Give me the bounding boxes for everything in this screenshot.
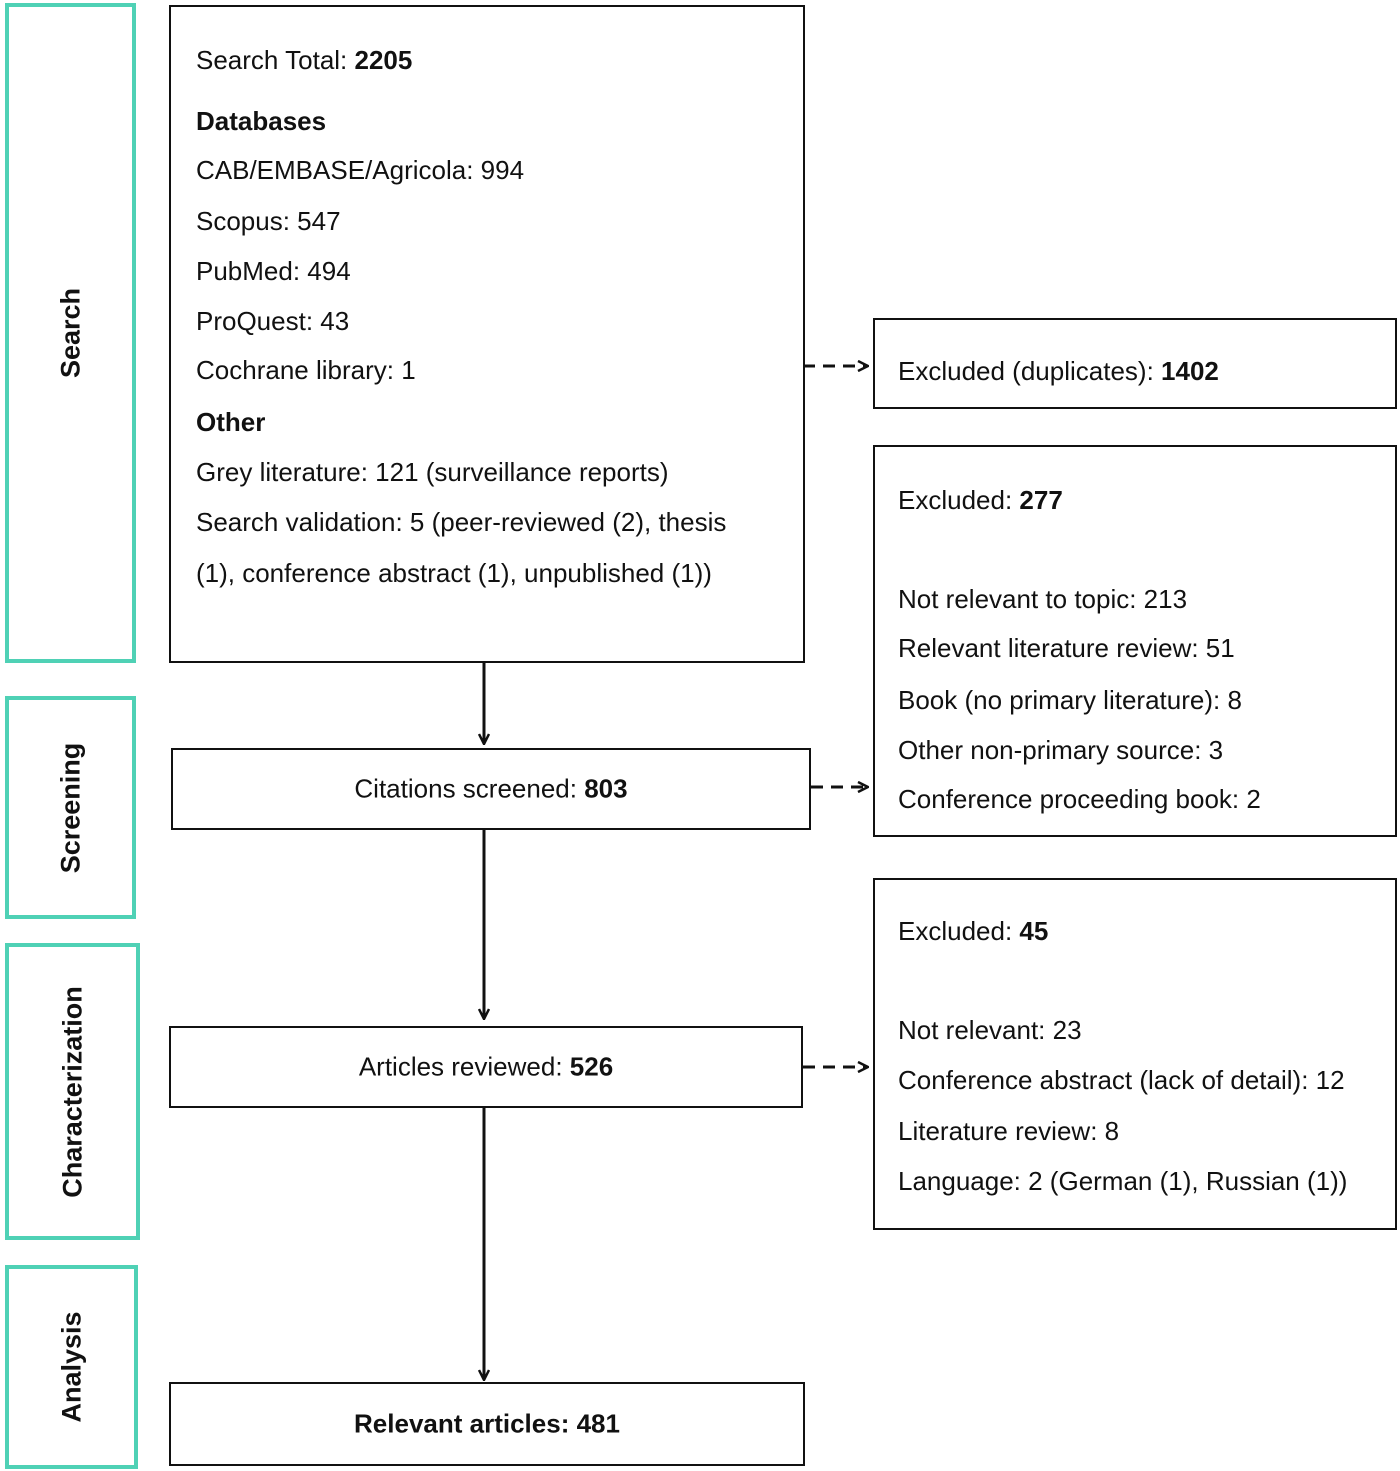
reviewed-value: 526	[569, 1051, 614, 1082]
screened-box: Citations screened: 803	[171, 748, 811, 830]
excluded-screening-label: Excluded:	[898, 485, 1020, 515]
stage-analysis: Analysis	[5, 1265, 138, 1469]
relevant-box: Relevant articles: 481	[169, 1382, 805, 1466]
relevant-text: Relevant articles: 481	[354, 1408, 620, 1439]
duplicates-label: Excluded (duplicates):	[898, 356, 1162, 386]
exclusion-reason: Relevant literature review: 51	[898, 633, 1235, 663]
database-item: Scopus: 547	[196, 206, 341, 236]
other-item: Search validation: 5 (peer-reviewed (2),…	[196, 507, 727, 537]
database-item: Cochrane library: 1	[196, 355, 416, 385]
exclusion-reason: Other non-primary source: 3	[898, 735, 1224, 765]
excluded-characterization-box: Excluded: 45 Not relevant: 23 Conference…	[873, 878, 1397, 1230]
reviewed-box: Articles reviewed: 526	[169, 1026, 803, 1108]
search-total-value: 2205	[354, 45, 413, 75]
screened-value: 803	[584, 773, 628, 804]
database-item: PubMed: 494	[196, 256, 351, 286]
screened-text: Citations screened: 803	[173, 774, 809, 805]
duplicates-text: Excluded (duplicates): 1402	[898, 356, 1219, 386]
databases-heading: Databases	[196, 106, 327, 136]
search-total-label: Search Total:	[196, 45, 355, 75]
excluded-screening-value: 277	[1019, 485, 1063, 515]
other-item: Grey literature: 121 (surveillance repor…	[196, 457, 669, 487]
stage-screening: Screening	[5, 696, 136, 919]
exclusion-reason: Not relevant: 23	[898, 1015, 1082, 1045]
search-total: Search Total: 2205	[196, 45, 412, 75]
search-box: Search Total: 2205 Databases CAB/EMBASE/…	[169, 5, 805, 663]
screened-label: Citations screened:	[354, 773, 585, 804]
duplicates-value: 1402	[1161, 356, 1219, 386]
excluded-characterization-value: 45	[1019, 916, 1049, 946]
exclusion-reason: Language: 2 (German (1), Russian (1))	[898, 1166, 1348, 1196]
excluded-screening-box: Excluded: 277 Not relevant to topic: 213…	[873, 445, 1397, 837]
other-heading: Other	[196, 407, 266, 437]
exclusion-reason: Literature review: 8	[898, 1116, 1120, 1146]
excluded-characterization-heading: Excluded: 45	[898, 916, 1048, 946]
reviewed-text: Articles reviewed: 526	[171, 1052, 801, 1083]
exclusion-reason: Book (no primary literature): 8	[898, 685, 1242, 715]
stage-search: Search	[5, 3, 136, 663]
excluded-screening-heading: Excluded: 277	[898, 485, 1063, 515]
stage-characterization: Characterization	[5, 943, 140, 1240]
reviewed-label: Articles reviewed:	[358, 1051, 570, 1082]
other-item: (1), conference abstract (1), unpublishe…	[196, 558, 712, 588]
exclusion-reason: Conference proceeding book: 2	[898, 784, 1261, 814]
exclusion-reason: Conference abstract (lack of detail): 12	[898, 1065, 1345, 1095]
exclusion-reason: Not relevant to topic: 213	[898, 584, 1188, 614]
database-item: ProQuest: 43	[196, 306, 350, 336]
duplicates-box: Excluded (duplicates): 1402	[873, 318, 1397, 409]
database-item: CAB/EMBASE/Agricola: 994	[196, 155, 525, 185]
excluded-characterization-label: Excluded:	[898, 916, 1020, 946]
